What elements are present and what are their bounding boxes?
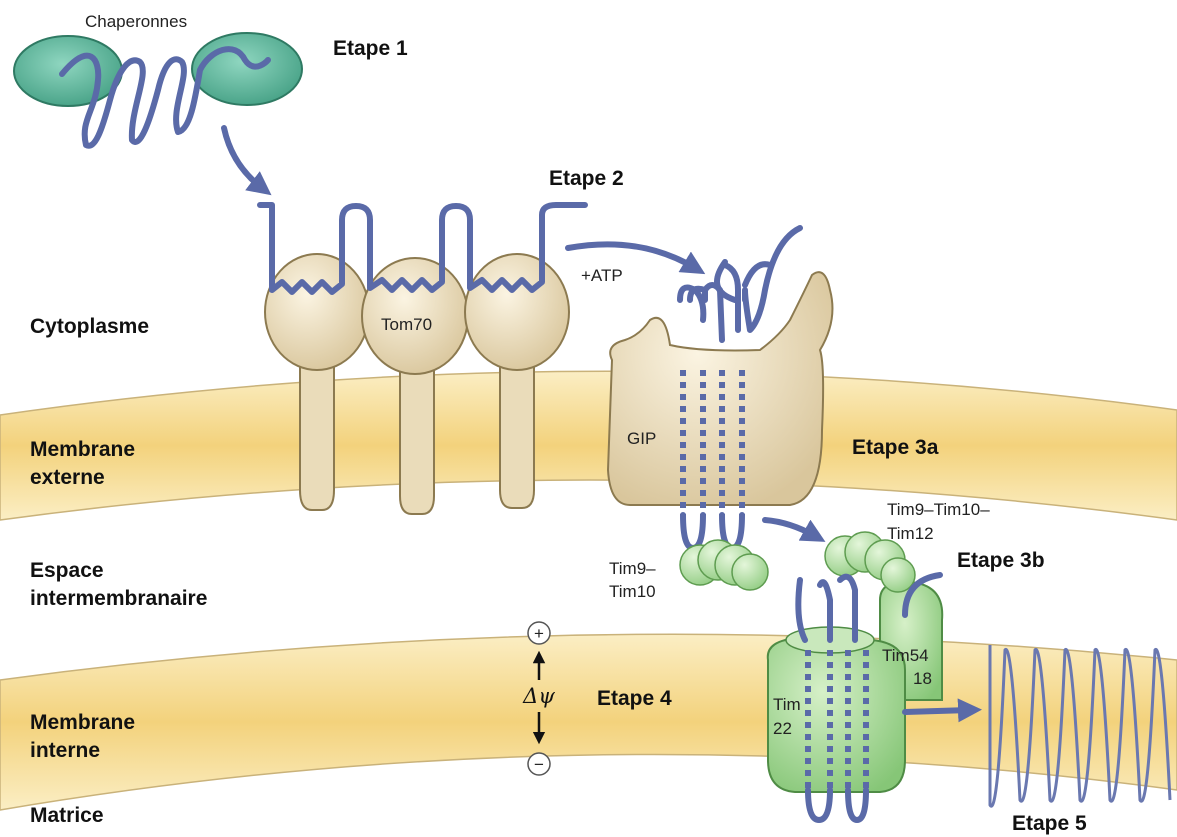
tom70-label: Tom70 bbox=[381, 315, 432, 334]
atp-label: +ATP bbox=[581, 266, 623, 285]
etape3b-label: Etape 3b bbox=[957, 549, 1045, 572]
matrice-label: Matrice bbox=[30, 804, 104, 827]
minus-sign: − bbox=[534, 755, 544, 774]
delta-psi-label: Δψ bbox=[522, 684, 555, 708]
tim22-complex bbox=[768, 532, 970, 820]
protein-loops-matrix bbox=[808, 790, 866, 820]
chaperones-group bbox=[14, 33, 302, 188]
arrow-etape1-to-2 bbox=[224, 128, 262, 188]
tim22-label-line2: 22 bbox=[773, 719, 792, 738]
tim54-label-line2: 18 bbox=[913, 669, 932, 688]
cytoplasme-label: Cytoplasme bbox=[30, 315, 149, 338]
arrow-etape2-to-3a bbox=[568, 244, 695, 268]
membrane-interne-label-line2: interne bbox=[30, 739, 100, 762]
tim9-tim10-12-label-line2: Tim12 bbox=[887, 524, 934, 543]
etape5-label: Etape 5 bbox=[1012, 812, 1087, 835]
espace-label-line1: Espace bbox=[30, 559, 104, 582]
tim9-tim10-label-line1: Tim9– bbox=[609, 559, 656, 578]
etape1-label: Etape 1 bbox=[333, 37, 408, 60]
etape4-label: Etape 4 bbox=[597, 687, 672, 710]
chaperone-right bbox=[192, 33, 302, 105]
arrow-etape3a-to-3b bbox=[765, 520, 815, 536]
membrane-externe-label-line2: externe bbox=[30, 466, 105, 489]
tim9-tim10-complex bbox=[680, 540, 768, 590]
tim9-tim10-12-label-line1: Tim9–Tim10– bbox=[887, 500, 990, 519]
outer-membrane bbox=[0, 371, 1177, 520]
tim54-label-line1: Tim54 bbox=[882, 646, 929, 665]
espace-label-line2: intermembranaire bbox=[30, 587, 207, 610]
membrane-externe-label-line1: Membrane bbox=[30, 438, 135, 461]
plus-sign: + bbox=[534, 624, 544, 643]
tim22-label-line1: Tim bbox=[773, 695, 801, 714]
protein-loop-1 bbox=[680, 264, 770, 340]
gip-complex bbox=[608, 228, 832, 548]
membrane-interne-label-line1: Membrane bbox=[30, 711, 135, 734]
etape2-label: Etape 2 bbox=[549, 167, 624, 190]
etape3a-label: Etape 3a bbox=[852, 436, 939, 459]
gip-label: GIP bbox=[627, 429, 656, 448]
tim9-tim10-label-line2: Tim10 bbox=[609, 582, 656, 601]
chaperonnes-label: Chaperonnes bbox=[85, 12, 187, 31]
arrow-etape4-to-5 bbox=[905, 710, 970, 712]
